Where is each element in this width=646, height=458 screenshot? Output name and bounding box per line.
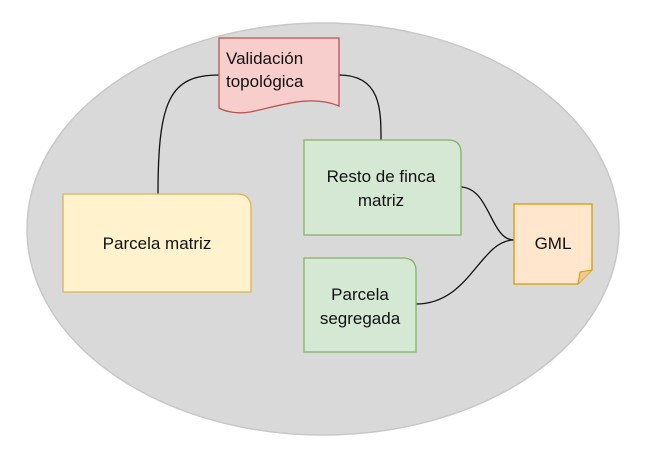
parcela-segregada-label-line1: Parcela — [331, 285, 389, 304]
node-resto-finca-matriz[interactable]: Resto de finca matriz — [303, 139, 462, 236]
parcela-matriz-shape — [62, 193, 252, 293]
resto-finca-label-line1: Resto de finca — [327, 167, 436, 186]
validacion-label-line2: topológica — [226, 72, 304, 91]
parcela-matriz-label: Parcela matriz — [103, 234, 212, 253]
node-parcela-matriz[interactable]: Parcela matriz — [62, 193, 252, 293]
resto-finca-label-line2: matriz — [358, 191, 404, 210]
parcela-segregada-label-line2: segregada — [320, 309, 401, 328]
resto-finca-shape — [303, 139, 462, 236]
validacion-shape — [218, 37, 340, 114]
connector-validacion-to-resto — [338, 74, 382, 141]
connector-parcela-to-validacion — [157, 74, 220, 195]
validacion-label-line1: Validación — [226, 49, 303, 68]
gml-label: GML — [535, 234, 572, 253]
connector-resto-to-gml — [459, 186, 515, 241]
node-parcela-segregada[interactable]: Parcela segregada — [303, 257, 417, 353]
parcela-segregada-shape — [303, 257, 417, 353]
connector-segregada-to-gml — [415, 239, 515, 305]
node-gml[interactable]: GML — [513, 203, 593, 285]
node-validacion-topologica[interactable]: Validación topológica — [218, 37, 340, 114]
gml-fold-icon — [577, 269, 593, 285]
